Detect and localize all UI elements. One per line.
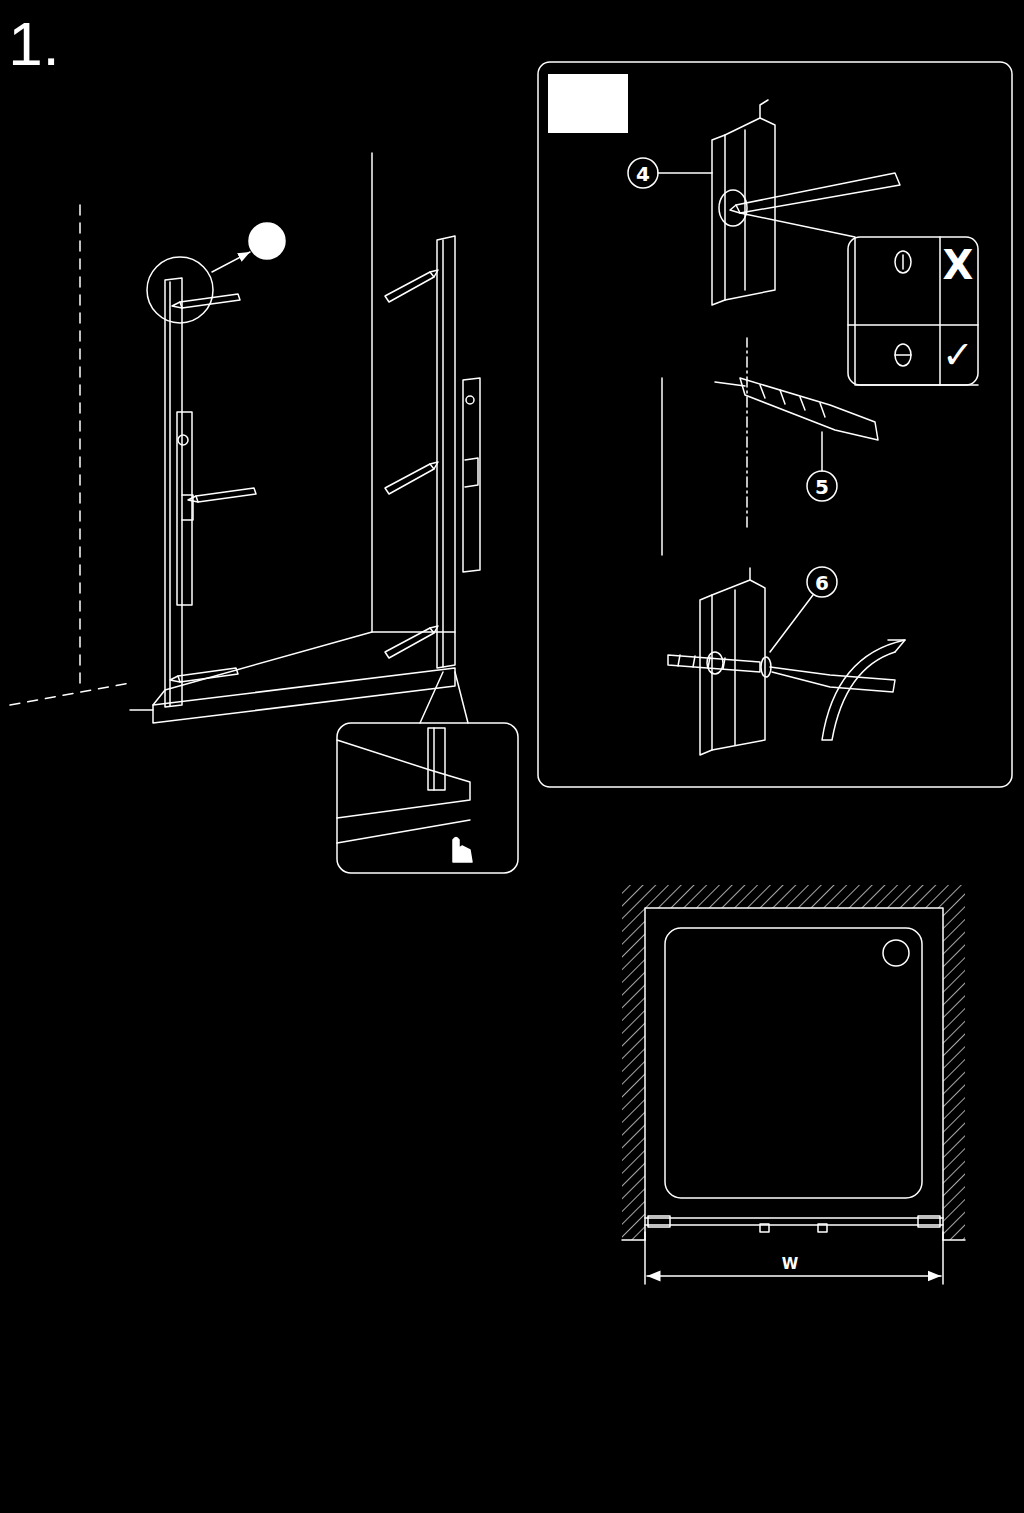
step-number: 1.: [8, 13, 60, 75]
wrong-mark: X: [943, 245, 974, 285]
callout-number: 5: [815, 477, 829, 497]
callout-number: 4: [636, 164, 650, 184]
correct-mark: ✓: [942, 336, 974, 374]
callout-number: 6: [815, 573, 829, 593]
dimension-label: W: [782, 1257, 799, 1272]
